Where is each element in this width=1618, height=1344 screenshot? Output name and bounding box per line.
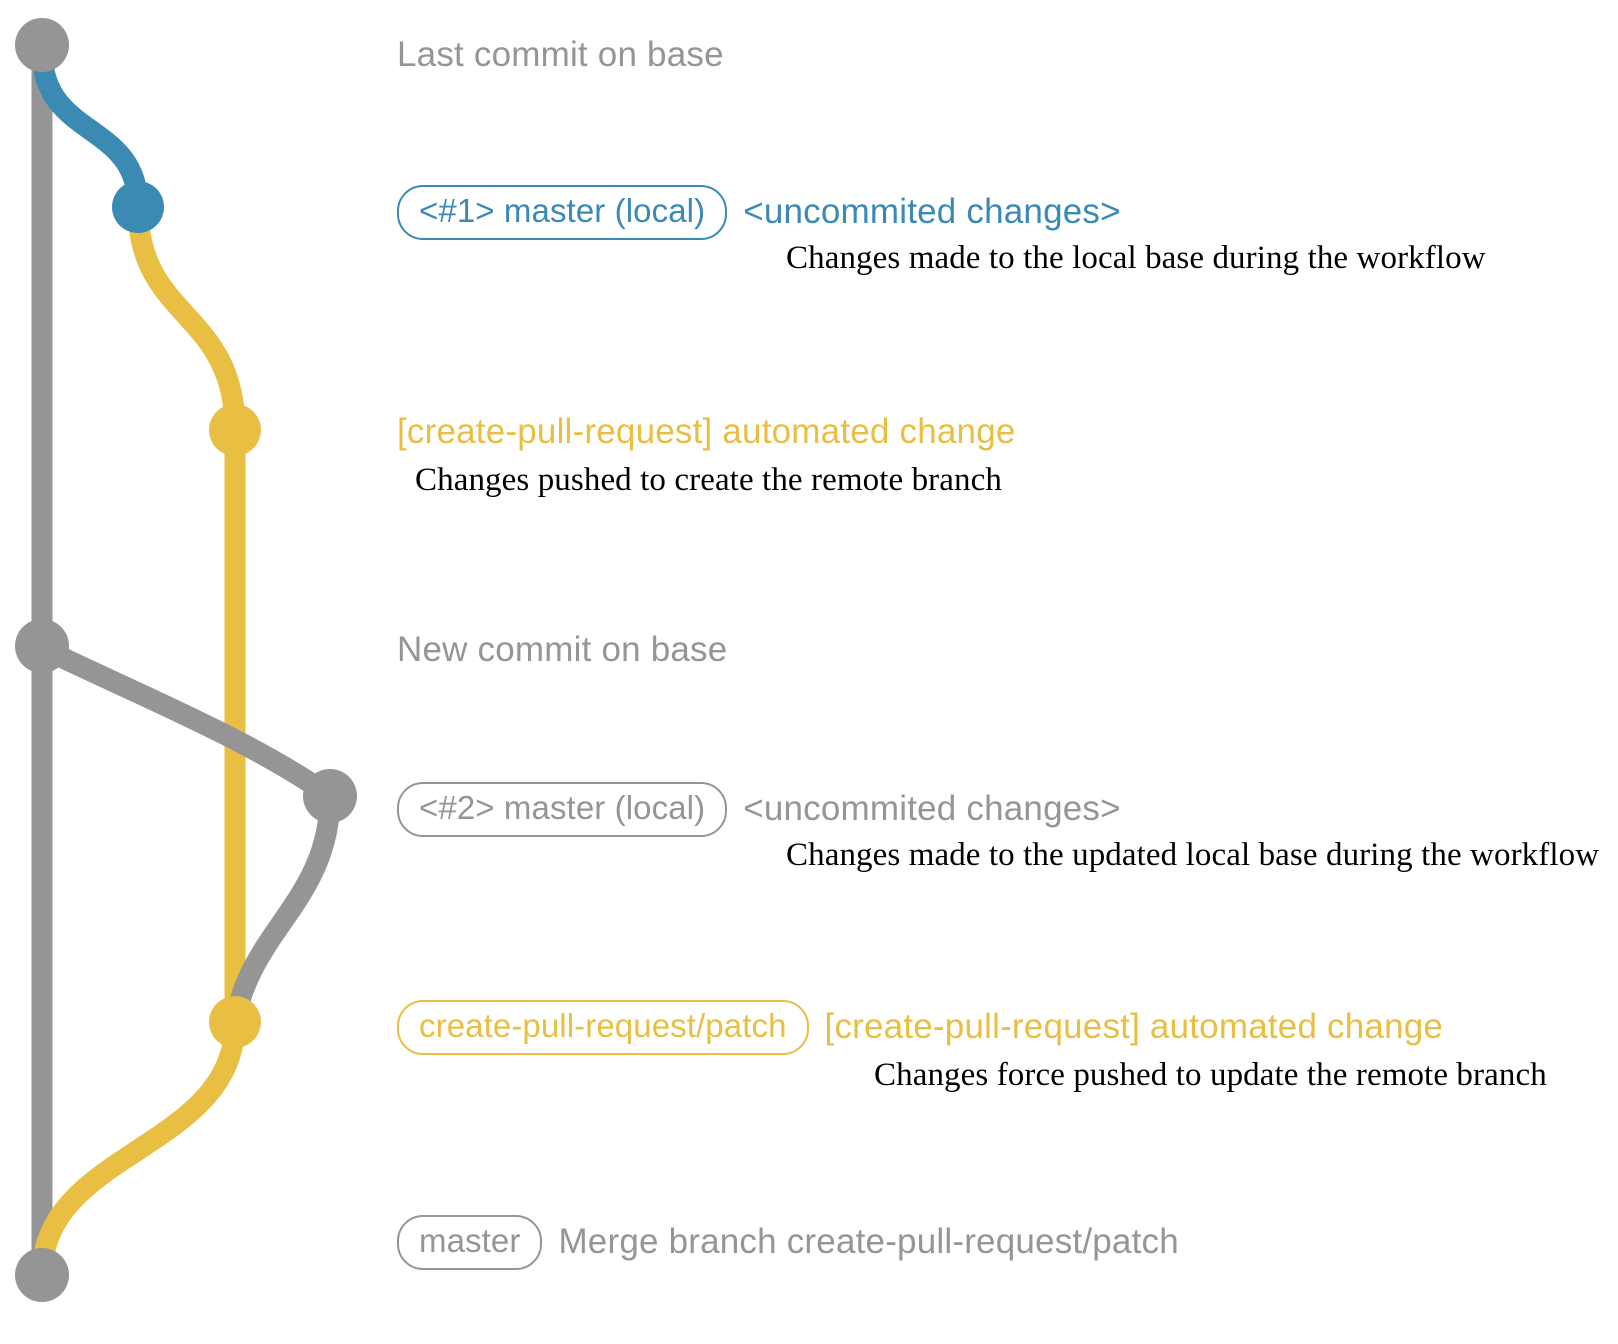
ref-badge-master[interactable]: master [397, 1215, 543, 1270]
commit-subject-text: <uncommited changes> [743, 192, 1121, 232]
rebase-merge-line [224, 785, 341, 1033]
annotation-last-commit-on-base: Last commit on base [397, 35, 724, 75]
commit-subject-text: New commit on base [397, 630, 728, 669]
annotation-automated-change-push: [create-pull-request] automated change [397, 412, 1016, 452]
commit-node-local-1[interactable] [112, 181, 164, 233]
commit-node-patch-2[interactable] [209, 996, 261, 1048]
commit-subject-text: Last commit on base [397, 35, 724, 74]
commit-subject-text: [create-pull-request] automated change [824, 1007, 1444, 1047]
annotation-local-uncommitted-2: <#2> master (local) <uncommited changes> [397, 782, 1121, 837]
commit-node-base-top[interactable] [15, 18, 69, 72]
local-branch-line-1 [31, 39, 149, 218]
annotation-description: Changes made to the updated local base d… [786, 837, 1600, 873]
commit-node-patch-1[interactable] [209, 404, 261, 456]
patch-branch-line-1 [127, 196, 246, 441]
annotation-description: Changes pushed to create the remote bran… [415, 462, 1002, 498]
annotation-description: Changes force pushed to update the remot… [874, 1057, 1547, 1093]
ref-badge-master-local-1[interactable]: <#1> master (local) [397, 185, 728, 240]
annotation-description: Changes made to the local base during th… [786, 240, 1486, 276]
commit-node-base-new[interactable] [15, 619, 69, 673]
annotation-automated-change-force-push: create-pull-request/patch [create-pull-r… [397, 1000, 1443, 1055]
ref-badge-master-local-2[interactable]: <#2> master (local) [397, 782, 728, 837]
annotation-new-commit-on-base: New commit on base [397, 630, 727, 670]
ref-badge-create-pull-request-patch[interactable]: create-pull-request/patch [397, 1000, 809, 1055]
rebase-branch-line [31, 637, 341, 807]
commit-node-merge[interactable] [15, 1248, 69, 1302]
annotation-local-uncommitted-1: <#1> master (local) <uncommited changes> [397, 185, 1121, 240]
commit-node-local-2[interactable] [303, 769, 357, 823]
commit-subject-text: <uncommited changes> [743, 789, 1121, 829]
patch-merge-line [31, 1011, 246, 1286]
commit-subject-text: Merge branch create-pull-request/patch [558, 1222, 1179, 1262]
commit-subject-text: [create-pull-request] automated change [397, 412, 1016, 451]
annotation-merge-branch: master Merge branch create-pull-request/… [397, 1215, 1179, 1270]
